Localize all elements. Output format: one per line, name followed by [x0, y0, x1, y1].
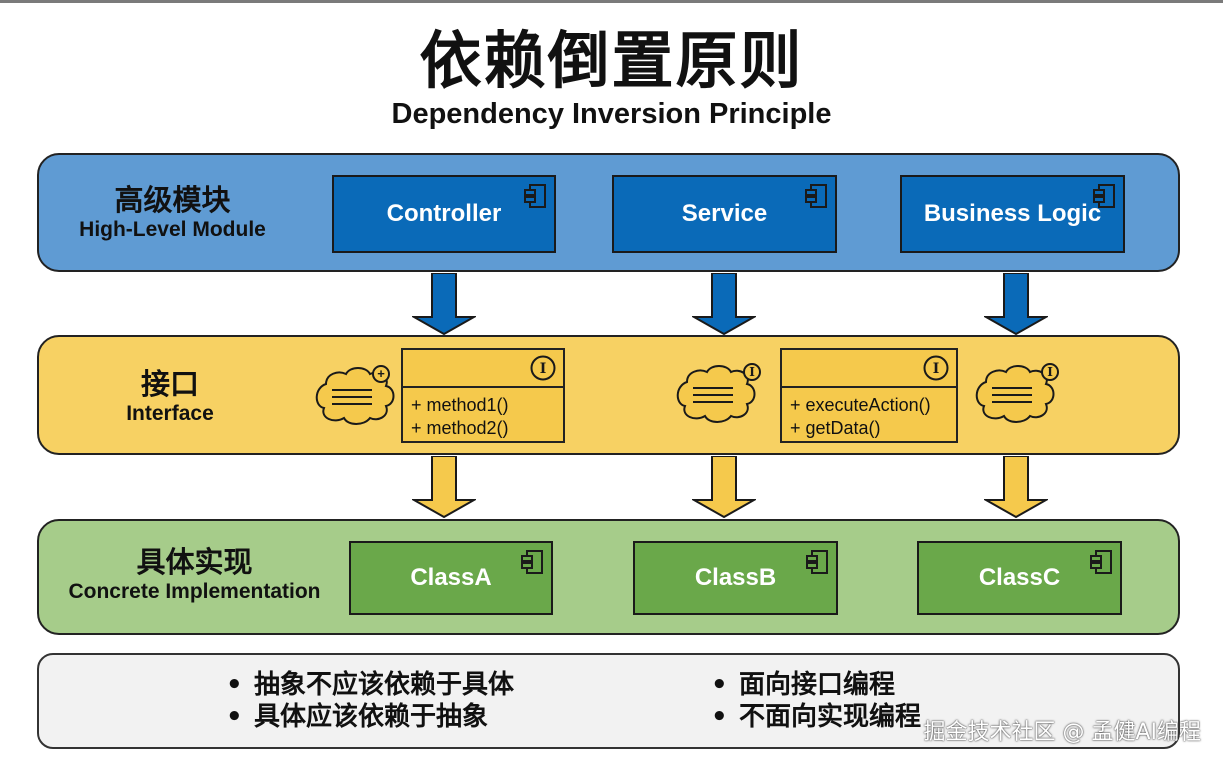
- notes-left-column: •抽象不应该依赖于具体 •具体应该依赖于抽象: [226, 669, 514, 733]
- high-level-module-label-cn: 高级模块: [114, 183, 231, 217]
- component-icon: [521, 550, 543, 574]
- method-item: + method1(): [411, 395, 509, 415]
- component-icon: [1090, 550, 1112, 574]
- concrete-implementation-label-cn: 具体实现: [136, 545, 253, 579]
- method-item: + executeAction(): [790, 395, 931, 415]
- concrete-implementation-label: 具体实现 Concrete Implementation: [42, 545, 347, 605]
- high-level-module-label: 高级模块 High-Level Module: [45, 183, 300, 243]
- svg-text:I: I: [540, 361, 547, 377]
- note-item: •具体应该依赖于抽象: [226, 702, 489, 732]
- method-item: + method2(): [411, 418, 509, 438]
- principles-notes-panel: [37, 653, 1180, 749]
- notes-right-column: •面向接口编程 •不面向实现编程: [711, 669, 921, 733]
- component-icon: [806, 550, 828, 574]
- component-classb[interactable]: ClassB: [633, 541, 838, 615]
- dependency-arrow-down: [412, 273, 476, 335]
- component-classc[interactable]: ClassC: [917, 541, 1122, 615]
- component-classa[interactable]: ClassA: [349, 541, 553, 615]
- cloud-interface-icon: +: [315, 365, 395, 425]
- note-item: •面向接口编程: [711, 670, 896, 700]
- component-label: ClassC: [978, 564, 1061, 591]
- component-label: ClassB: [694, 564, 777, 591]
- component-icon: [524, 184, 546, 208]
- top-border: [0, 0, 1223, 3]
- watermark: 掘金技术社区 @ 孟健AI编程: [923, 720, 1201, 745]
- high-level-module-label-en: High-Level Module: [79, 218, 266, 241]
- method-list: + method1() + method2(): [403, 388, 563, 440]
- interface-label-cn: 接口: [140, 367, 199, 401]
- interface-header: I: [782, 350, 956, 388]
- component-label: Controller: [386, 200, 502, 227]
- component-service[interactable]: Service: [612, 175, 837, 253]
- implementation-arrow-down: [984, 456, 1048, 518]
- component-label: ClassA: [410, 564, 492, 591]
- cloud-interface-icon: I: [676, 363, 761, 423]
- interface-icon: I: [923, 355, 949, 381]
- note-item: •抽象不应该依赖于具体: [226, 670, 515, 700]
- interface-header: I: [403, 350, 563, 388]
- concrete-implementation-label-en: Concrete Implementation: [68, 580, 321, 603]
- interface-icon: I: [530, 355, 556, 381]
- component-label: Business Logic: [923, 200, 1102, 227]
- interface-label-en: Interface: [126, 402, 214, 425]
- page-subtitle: Dependency Inversion Principle: [391, 98, 832, 130]
- method-list: + executeAction() + getData(): [782, 388, 956, 440]
- cloud-badge: I: [1047, 365, 1053, 379]
- component-label: Service: [681, 200, 768, 227]
- interface-label: 接口 Interface: [60, 367, 280, 427]
- cloud-badge: I: [749, 365, 755, 379]
- cloud-interface-icon: I: [975, 363, 1059, 423]
- cloud-badge: +: [377, 366, 385, 381]
- component-icon: [805, 184, 827, 208]
- interface-box-1[interactable]: I + method1() + method2(): [401, 348, 565, 443]
- component-icon: [1093, 184, 1115, 208]
- component-business-logic[interactable]: Business Logic: [900, 175, 1125, 253]
- component-controller[interactable]: Controller: [332, 175, 556, 253]
- interface-box-2[interactable]: I + executeAction() + getData(): [780, 348, 958, 443]
- method-item: + getData(): [790, 418, 881, 438]
- dependency-arrow-down: [984, 273, 1048, 335]
- dependency-arrow-down: [692, 273, 756, 335]
- page-title: 依赖倒置原则: [419, 24, 804, 97]
- implementation-arrow-down: [412, 456, 476, 518]
- implementation-arrow-down: [692, 456, 756, 518]
- svg-text:I: I: [933, 361, 940, 377]
- note-item: •不面向实现编程: [711, 702, 922, 732]
